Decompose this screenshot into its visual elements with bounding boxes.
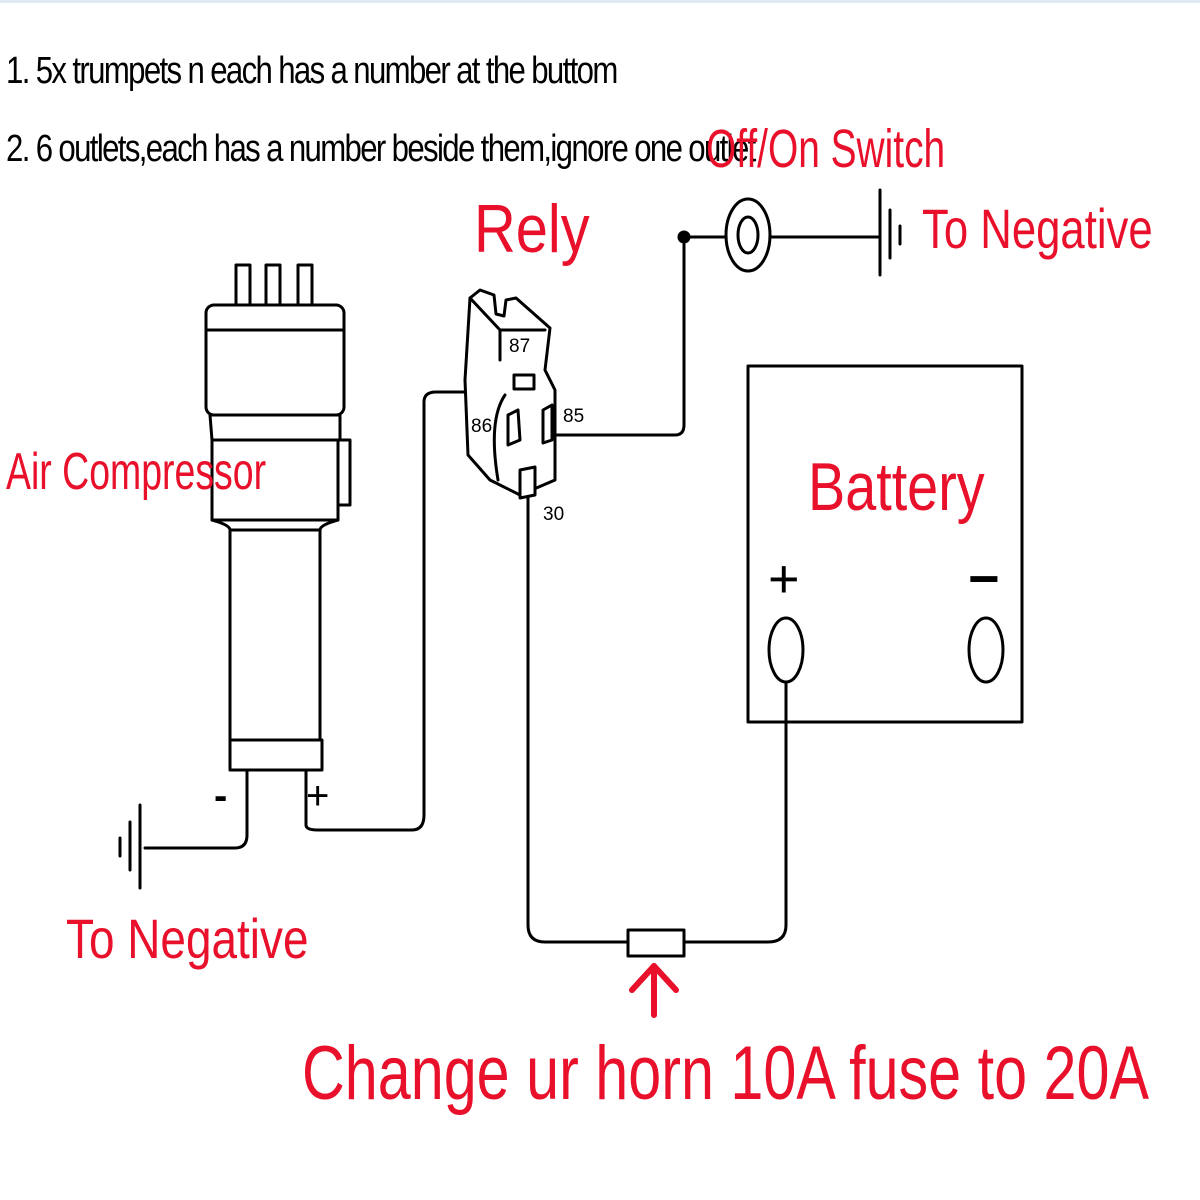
relay-label: Rely (474, 191, 590, 267)
up-arrow-icon (629, 963, 679, 1018)
battery-minus-sign: − (968, 549, 1000, 609)
compressor-minus-sign: - (214, 774, 228, 818)
relay-icon (463, 288, 557, 500)
fuse-note: Change ur horn 10A fuse to 20A (302, 1031, 1150, 1116)
ground-symbol-icon (118, 803, 249, 890)
top-border (0, 0, 1200, 3)
battery-icon (746, 364, 1024, 724)
instruction-line-2: 2. 6 outlets,each has a number beside th… (6, 128, 756, 170)
ground-symbol-icon-top (878, 188, 902, 277)
switch-icon (724, 197, 772, 273)
battery-plus-sign: + (768, 549, 800, 609)
negative-label-top: To Negative (922, 197, 1153, 260)
negative-label-bottom: To Negative (66, 907, 309, 970)
instruction-line-1: 1. 5x trumpets n each has a number at th… (6, 50, 618, 92)
relay-pin-87: 87 (509, 336, 531, 357)
relay-pin-86: 86 (471, 416, 493, 437)
compressor-label: Air Compressor (6, 443, 267, 501)
compressor-plus-sign: + (306, 774, 330, 818)
air-compressor-icon (204, 263, 352, 837)
relay-pin-85: 85 (563, 406, 585, 427)
fuse-icon (626, 928, 686, 958)
relay-pin-30: 30 (543, 504, 565, 525)
switch-label: Off/On Switch (706, 119, 946, 179)
battery-label: Battery (808, 449, 985, 525)
